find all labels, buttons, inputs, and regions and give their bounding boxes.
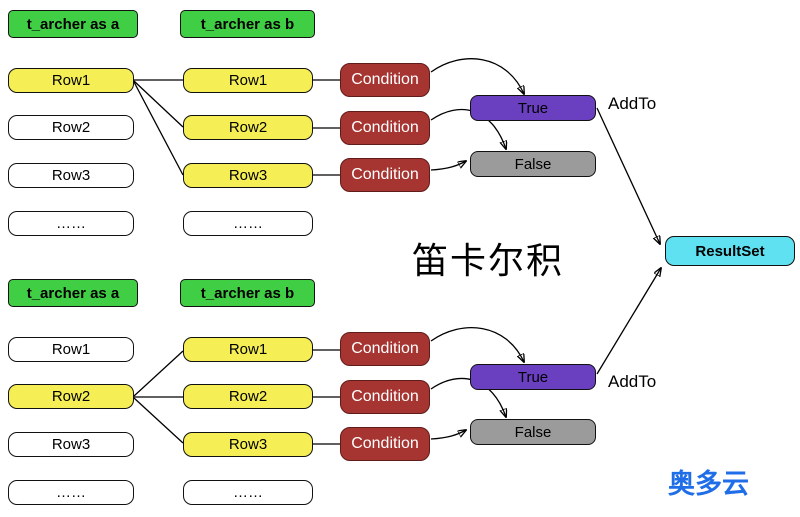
condition-node: Condition	[340, 158, 430, 192]
table-a-row: Row3	[8, 163, 134, 188]
resultset-node: ResultSet	[665, 236, 795, 266]
table-a-header: t_archer as a	[8, 279, 138, 307]
table-a-row: Row1	[8, 337, 134, 362]
table-b-header: t_archer as b	[180, 279, 315, 307]
watermark-logo: 奥多云	[668, 469, 749, 499]
table-a-row: ……	[8, 211, 134, 236]
condition-node: Condition	[340, 332, 430, 366]
table-b-row: Row3	[183, 432, 313, 457]
table-a-row: ……	[8, 480, 134, 505]
addto-label: AddTo	[608, 94, 657, 113]
true-node: True	[470, 364, 596, 390]
table-a-row: Row2	[8, 115, 134, 140]
table-b-row: ……	[183, 211, 313, 236]
false-node: False	[470, 419, 596, 445]
table-b-row: ……	[183, 480, 313, 505]
table-b-header: t_archer as b	[180, 10, 315, 38]
table-b-row: Row2	[183, 115, 313, 140]
true-node: True	[470, 95, 596, 121]
table-a-row: Row1	[8, 68, 134, 93]
diagram-title: 笛卡尔积	[412, 240, 565, 281]
table-b-row: Row1	[183, 337, 313, 362]
table-b-row: Row1	[183, 68, 313, 93]
table-a-row: Row3	[8, 432, 134, 457]
table-b-row: Row3	[183, 163, 313, 188]
table-b-row: Row2	[183, 384, 313, 409]
table-a-header: t_archer as a	[8, 10, 138, 38]
condition-node: Condition	[340, 63, 430, 97]
condition-node: Condition	[340, 427, 430, 461]
addto-label: AddTo	[608, 372, 657, 391]
false-node: False	[470, 151, 596, 177]
table-a-row: Row2	[8, 384, 134, 409]
condition-node: Condition	[340, 380, 430, 414]
condition-node: Condition	[340, 111, 430, 145]
